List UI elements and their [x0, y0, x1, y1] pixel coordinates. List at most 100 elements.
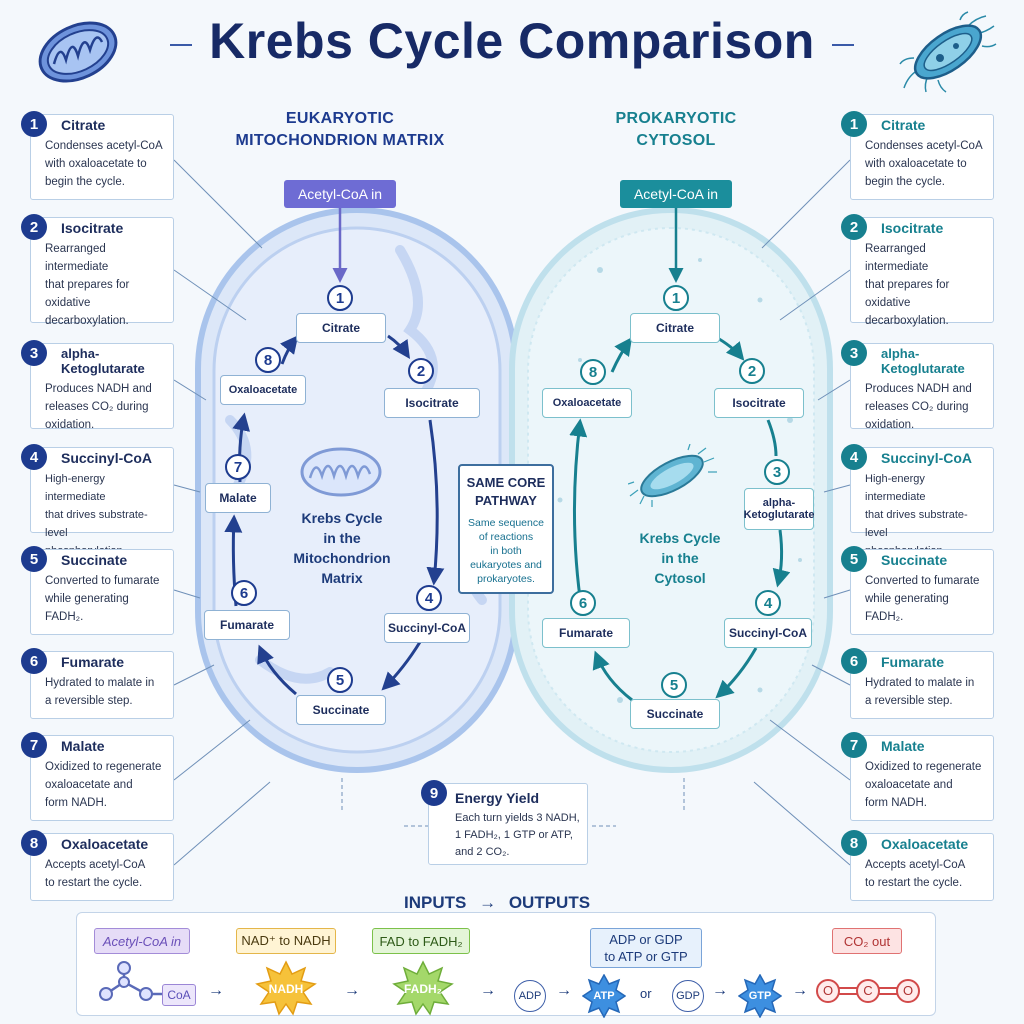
pro-step-4-badge: 4 — [755, 590, 781, 616]
pro-step-2-badge: 2 — [739, 358, 765, 384]
card-desc: with oxaloacetate to — [45, 158, 147, 170]
prokaryotic-heading-line2: CYTOSOL — [636, 132, 716, 149]
energy-step-badge: 9 — [421, 780, 447, 806]
eukaryotic-heading-line1: EUKARYOTIC — [285, 110, 395, 127]
card-desc: oxidative — [45, 297, 91, 309]
card-desc: High-energy intermediate — [45, 473, 106, 503]
step-badge: 1 — [21, 111, 47, 137]
card-title: Malate — [881, 738, 925, 754]
euk-node-citrate: Citrate — [296, 313, 386, 343]
card-title: Fumarate — [881, 654, 945, 670]
card-title: Citrate — [881, 117, 926, 133]
bacterium-icon — [899, 11, 997, 93]
energy-desc-line: and 2 CO₂. — [455, 846, 510, 858]
io-heading-outputs: OUTPUTS — [508, 893, 591, 912]
card-desc: that drives substrate-level — [45, 509, 148, 539]
nad-tag: NAD⁺ to NADH — [236, 928, 336, 954]
arrow-icon: → — [344, 982, 360, 999]
card-desc: a reversible step. — [865, 695, 953, 707]
card-desc: to restart the cycle. — [865, 877, 963, 889]
card-desc: oxaloacetate and — [45, 779, 133, 791]
fad-tag: FAD to FADH₂ — [372, 928, 470, 954]
card-desc: releases CO₂ during — [45, 401, 149, 413]
arrow-icon: → — [208, 982, 224, 999]
card-title: Succinate — [881, 552, 948, 568]
title-dash-left — [170, 44, 192, 46]
step-badge: 6 — [841, 648, 867, 674]
adp-gdp-tag: ADP or GDP to ATP or GTP — [590, 928, 702, 968]
bacterium-mini-icon — [628, 444, 717, 507]
card-title: Oxaloacetate — [61, 836, 149, 852]
card-desc: decarboxylation. — [865, 315, 949, 327]
euk-step-8-badge: 8 — [255, 347, 281, 373]
io-heading: INPUTS → OUTPUTS — [404, 893, 624, 913]
step-badge: 3 — [841, 340, 867, 366]
co2-atom-o1: O — [822, 983, 834, 998]
co2-tag: CO₂ out — [832, 928, 902, 954]
page-title: Krebs Cycle Comparison — [209, 13, 815, 69]
or-label: or — [640, 986, 652, 1001]
step-badge: 8 — [841, 830, 867, 856]
card-desc: Hydrated to malate in — [45, 677, 155, 689]
euk-node-oxaloacetate: Oxaloacetate — [220, 375, 306, 405]
card-desc: FADH₂. — [45, 611, 84, 623]
pro-node-succinyl-coa: Succinyl-CoA — [724, 618, 812, 648]
card-title: Succinate — [61, 552, 128, 568]
step-badge: 2 — [841, 214, 867, 240]
card-desc: Rearranged intermediate — [45, 243, 109, 273]
molecule-icon — [99, 961, 162, 1001]
arrow-icon: → — [792, 982, 808, 999]
pro-node-oxaloacetate: Oxaloacetate — [542, 388, 632, 418]
card-desc: releases CO₂ during — [865, 401, 969, 413]
step-badge: 2 — [21, 214, 47, 240]
card-desc: that drives substrate-level — [865, 509, 968, 539]
card-desc: to restart the cycle. — [45, 877, 143, 889]
card-desc: Condenses acetyl-CoA — [45, 140, 163, 152]
center-label-line: in the — [661, 550, 699, 566]
fadh2-label: FADH₂ — [404, 982, 442, 996]
energy-title: Energy Yield — [455, 790, 540, 806]
core-title-line: PATHWAY — [475, 493, 537, 508]
step-badge: 5 — [21, 546, 47, 572]
card-desc: Oxidized to regenerate — [45, 761, 162, 773]
core-desc-line: in both — [490, 545, 522, 557]
eukaryotic-acetyl-coa-input: Acetyl-CoA in — [284, 180, 396, 208]
core-desc-line: prokaryotes. — [477, 573, 535, 585]
title-dash-right — [832, 44, 854, 46]
card-desc: while generating — [45, 593, 129, 605]
card-desc: oxidation. — [865, 419, 915, 431]
card-title: Fumarate — [61, 654, 125, 670]
prokaryotic-center-label: Krebs Cycle in the Cytosol — [624, 528, 736, 588]
card-desc: oxidation. — [45, 419, 95, 431]
card-title: Succinyl-CoA — [61, 450, 153, 466]
core-desc-line: of reactions — [478, 531, 534, 543]
nadh-label: NADH — [268, 982, 304, 996]
euk-step-4-badge: 4 — [416, 585, 442, 611]
euk-node-succinate: Succinate — [296, 695, 386, 725]
core-title: SAME CORE PATHWAY — [460, 474, 552, 510]
pro-step-8-badge: 8 — [580, 359, 606, 385]
card-desc: Converted to fumarate — [865, 575, 980, 587]
card-desc: Produces NADH and — [45, 383, 152, 395]
card-desc: FADH₂. — [865, 611, 904, 623]
euk-node-succinyl-coa: Succinyl-CoA — [384, 613, 470, 643]
card-desc: begin the cycle. — [865, 176, 945, 188]
card-title: alpha-Ketoglutarate — [881, 346, 965, 376]
center-label-line: Krebs Cycle — [639, 530, 721, 546]
card-title: alpha-Ketoglutarate — [61, 346, 145, 376]
energy-yield-card: 9 Energy Yield Each turn yields 3 NADH, … — [421, 780, 588, 865]
center-label-line: Mitochondrion — [293, 550, 391, 566]
prokaryotic-acetyl-coa-input: Acetyl-CoA in — [620, 180, 732, 208]
co2-molecule-icon — [816, 979, 920, 1003]
euk-step-5-badge: 5 — [327, 667, 353, 693]
adp-gdp-line: to ATP or GTP — [604, 949, 688, 964]
card-title: Isocitrate — [881, 220, 944, 236]
card-desc: Condenses acetyl-CoA — [865, 140, 983, 152]
